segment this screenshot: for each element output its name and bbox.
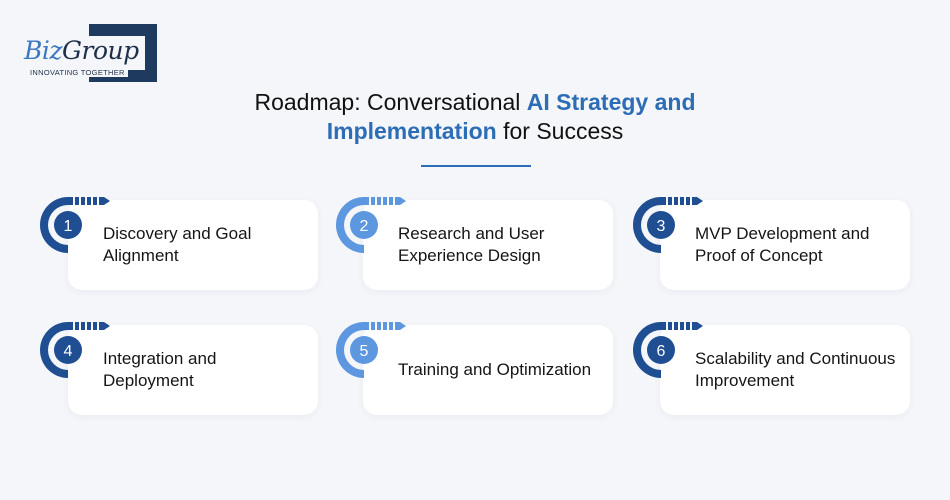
title-underline xyxy=(421,165,531,167)
step-label: Research and User Experience Design xyxy=(398,224,545,265)
step-label: Discovery and Goal Alignment xyxy=(103,224,252,265)
step-label: Scalability and Continuous Improvement xyxy=(695,349,896,390)
step-card-1: Discovery and Goal Alignment xyxy=(68,200,318,290)
bizgroup-logo: BizGroup INNOVATING TOGETHER xyxy=(22,24,157,82)
step-number-badge-icon: 6 xyxy=(631,320,707,382)
step-number-badge-icon: 4 xyxy=(38,320,114,382)
step-card-3: MVP Development and Proof of Concept xyxy=(660,200,910,290)
logo-wordmark: BizGroup xyxy=(24,36,139,65)
svg-text:3: 3 xyxy=(657,218,666,235)
step-label: Integration and Deployment xyxy=(103,349,217,390)
svg-text:4: 4 xyxy=(64,343,73,360)
svg-text:5: 5 xyxy=(360,343,369,360)
step-number-badge-icon: 2 xyxy=(334,195,410,257)
step-label: MVP Development and Proof of Concept xyxy=(695,224,870,265)
step-number-badge-icon: 5 xyxy=(334,320,410,382)
svg-text:2: 2 xyxy=(360,218,369,235)
svg-text:6: 6 xyxy=(657,343,666,360)
page-title: Roadmap: Conversational AI Strategy and … xyxy=(254,89,696,144)
step-card-4: Integration and Deployment xyxy=(68,325,318,415)
step-card-5: Training and Optimization xyxy=(363,325,613,415)
step-card-2: Research and User Experience Design xyxy=(363,200,613,290)
step-number-badge-icon: 1 xyxy=(38,195,114,257)
step-number-badge-icon: 3 xyxy=(631,195,707,257)
logo-tagline: INNOVATING TOGETHER xyxy=(30,68,128,77)
step-card-6: Scalability and Continuous Improvement xyxy=(660,325,910,415)
svg-text:1: 1 xyxy=(64,218,73,235)
step-label: Training and Optimization xyxy=(398,360,592,379)
